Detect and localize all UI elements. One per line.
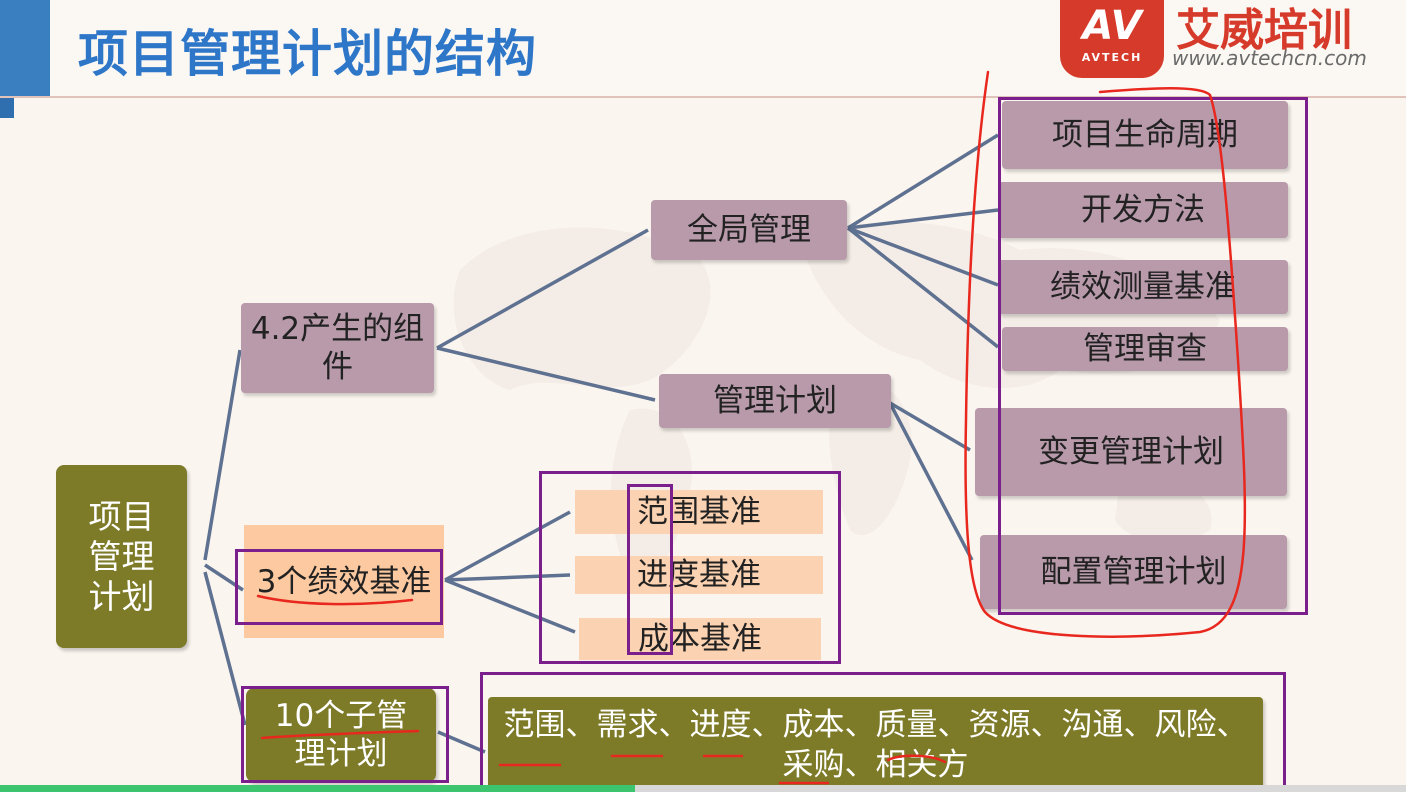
- dev-approach-node: 开发方法: [998, 182, 1288, 238]
- cost-baseline-node: 成本基准: [579, 618, 821, 660]
- lifecycle-label: 项目生命周期: [1052, 117, 1238, 153]
- baselines-label: 3个绩效基准: [256, 563, 432, 600]
- logo-tech-text: AVTECH: [1081, 51, 1143, 64]
- cost-baseline-label: 成本基准: [638, 621, 762, 657]
- root-node: 项目管理计划: [56, 465, 187, 648]
- logo-badge: AV AVTECH: [1060, 0, 1164, 78]
- annotation-box-baselines: [539, 471, 841, 664]
- annotation-box-3-baselines: [235, 549, 443, 625]
- logo-url: www.avtechcn.com: [1172, 46, 1367, 70]
- annotation-box-first-char: [627, 484, 673, 655]
- header-divider: [0, 96, 1406, 98]
- logo-name: 艾威培训: [1176, 5, 1352, 56]
- components-label: 4.2产生的组件: [250, 311, 425, 385]
- components-node: 4.2产生的组件: [241, 303, 434, 393]
- schedule-baseline-node: 进度基准: [575, 556, 823, 594]
- management-review-node: 管理审查: [1002, 327, 1288, 371]
- global-management-node: 全局管理: [651, 200, 847, 260]
- progress-bar-track: [635, 785, 1406, 792]
- subplan-list-label: 范围、需求、进度、成本、质量、资源、沟通、风险、采购、相关方: [503, 706, 1248, 783]
- dev-approach-label: 开发方法: [1081, 192, 1205, 228]
- header-band: [0, 0, 1406, 97]
- change-plan-node: 变更管理计划: [975, 408, 1287, 496]
- config-plan-label: 配置管理计划: [1040, 554, 1227, 590]
- scope-baseline-node: 范围基准: [575, 490, 823, 534]
- subplans-label: 10个子管理计划: [274, 698, 408, 772]
- subplan-list-node: 范围、需求、进度、成本、质量、资源、沟通、风险、采购、相关方: [488, 697, 1263, 792]
- progress-bar-fill: [0, 785, 635, 792]
- annotation-box-right: [998, 97, 1308, 615]
- management-plans-label: 管理计划: [713, 383, 837, 419]
- pmb-label: 绩效测量基准: [1050, 269, 1236, 305]
- lifecycle-node: 项目生命周期: [1002, 101, 1288, 169]
- logo-av-text: AV: [1082, 3, 1142, 49]
- annotation-box-10-plans: [241, 686, 449, 783]
- baselines-node: 3个绩效基准: [244, 525, 444, 638]
- page-title: 项目管理计划的结构: [78, 25, 537, 83]
- global-management-label: 全局管理: [687, 212, 811, 248]
- root-label: 项目管理计划: [88, 496, 155, 616]
- corner-block: [0, 0, 50, 96]
- schedule-baseline-label: 进度基准: [637, 557, 761, 593]
- scope-baseline-label: 范围基准: [637, 494, 761, 530]
- management-review-label: 管理审查: [1083, 331, 1207, 367]
- pmb-node: 绩效测量基准: [998, 260, 1288, 314]
- config-plan-node: 配置管理计划: [980, 535, 1287, 609]
- management-plans-node: 管理计划: [659, 374, 891, 428]
- change-plan-label: 变更管理计划: [1038, 434, 1224, 470]
